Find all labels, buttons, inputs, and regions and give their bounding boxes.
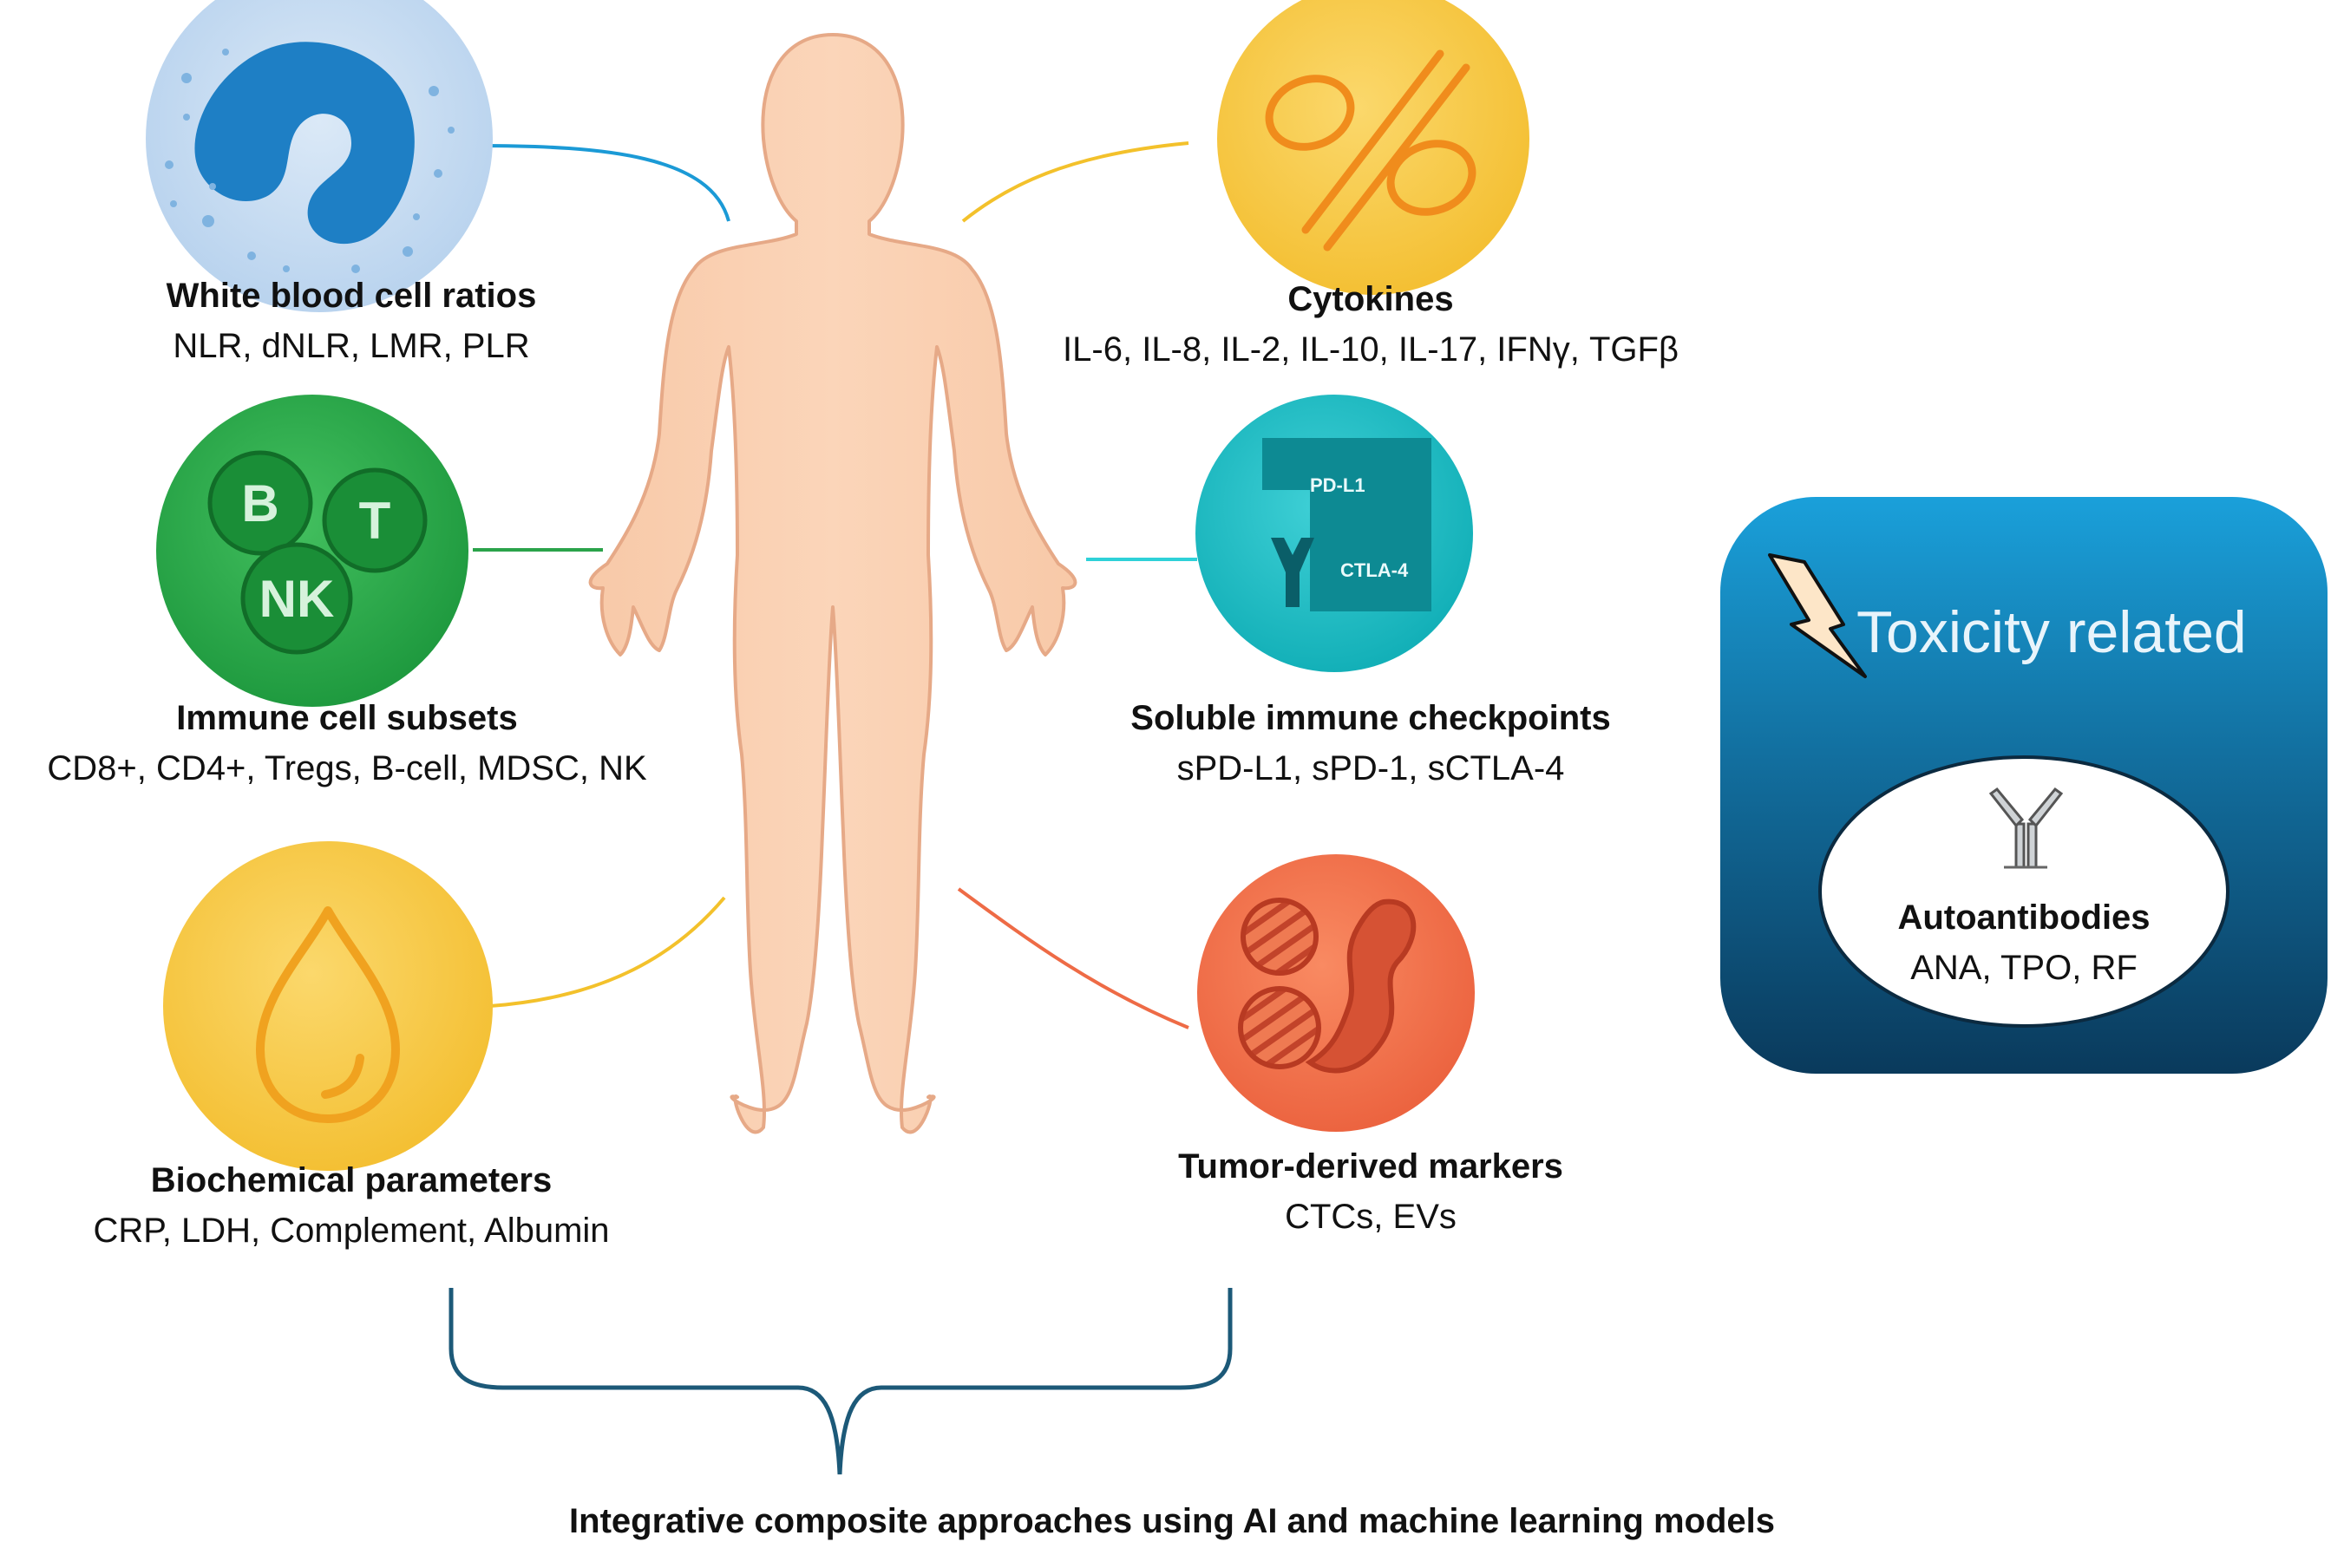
toxicity-title: Toxicity related [1856,599,2247,665]
neutrophil-icon [146,0,493,312]
connector-tumor [957,887,1189,1029]
lymphocytes-icon: B T NK [156,395,468,707]
connector-cytokines [961,141,1189,223]
autoantibodies-title: Autoantibodies [1897,898,2151,937]
human-body-icon [588,33,1077,1134]
autoantibodies-items: ANA, TPO, RF [1910,949,2138,987]
bottom-caption: Integrative composite approaches using A… [569,1502,1775,1540]
checkpoints-label: Soluble immune checkpoints sPD-L1, sPD-1… [1024,698,1718,788]
ctla-4-badge: CTLA-4 [1340,559,1409,581]
tumor-title: Tumor-derived markers [1178,1147,1563,1186]
checkpoints-items: sPD-L1, sPD-1, sCTLA-4 [1176,749,1565,787]
checkpoints-title: Soluble immune checkpoints [1130,699,1611,737]
checkpoint-icon: PD-L1 CTLA-4 [1195,395,1473,672]
connector-biochem [489,896,726,1008]
biochem-title: Biochemical parameters [150,1161,553,1199]
autoantibodies-label: Autoantibodies ANA, TPO, RF [1850,898,2197,988]
wbc-label: White blood cell ratios NLR, dNLR, LMR, … [130,276,573,366]
cytokines-label: Cytokines IL-6, IL-8, IL-2, IL-10, IL-17… [1024,279,1718,369]
tumor-label: Tumor-derived markers CTCs, EVs [1024,1147,1718,1237]
cell-label-b: B [241,474,278,532]
cell-label-nk: NK [259,570,335,628]
wbc-items: NLR, dNLR, LMR, PLR [173,327,530,365]
cytokines-items: IL-6, IL-8, IL-2, IL-10, IL-17, IFNγ, TG… [1063,330,1679,369]
tumor-items: CTCs, EVs [1285,1198,1457,1236]
connector-wbc [476,144,730,222]
biochem-label: Biochemical parameters CRP, LDH, Complem… [0,1160,703,1251]
toxicity-panel [1720,497,2328,1074]
droplet-icon [163,841,493,1171]
lightning-icon [1768,553,1867,678]
immune-items: CD8+, CD4+, Tregs, B-cell, MDSC, NK [47,749,647,787]
wbc-title: White blood cell ratios [166,277,537,315]
biochem-items: CRP, LDH, Complement, Albumin [93,1212,610,1250]
curly-brace-icon [449,1288,1233,1475]
cytokines-title: Cytokines [1287,280,1454,318]
immune-title: Immune cell subsets [176,699,518,737]
tumor-cells-icon [1197,854,1475,1132]
percent-icon [1217,0,1529,295]
antibody-icon [1988,787,2064,869]
pd-l1-badge: PD-L1 [1310,474,1365,496]
immune-label: Immune cell subsets CD8+, CD4+, Tregs, B… [0,698,694,788]
cell-label-t: T [359,492,391,550]
